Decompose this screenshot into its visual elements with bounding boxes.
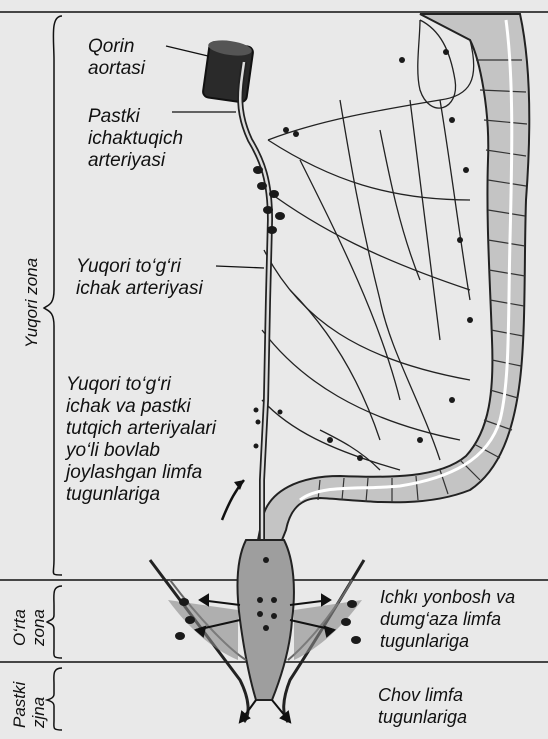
label-limfa-line-2: ichak va pastki bbox=[66, 396, 216, 418]
zone-label-middle-text-word-1: O‘rta bbox=[10, 609, 29, 646]
vascular-arcades bbox=[262, 20, 474, 470]
zone-label-lower-text-word-1: Pastki bbox=[10, 682, 29, 728]
label-limfa-line-4: yo‘li bovlab bbox=[66, 440, 216, 462]
label-yuqori-line-2: ichak arteriyasi bbox=[76, 278, 203, 300]
label-chov-limfa: Chov limfa tugunlariga bbox=[378, 684, 467, 728]
upper-zone-brace bbox=[44, 16, 62, 575]
label-yuqori-togri-ichak: Yuqori to‘g‘ri ichak arteriyasi bbox=[76, 256, 203, 300]
label-qorin-aortasi: Qorin aortasi bbox=[88, 36, 145, 80]
middle-zone-brace bbox=[47, 586, 62, 658]
label-ichki-line-3: tugunlariga bbox=[380, 630, 515, 652]
zone-label-upper: Yuqori zona bbox=[22, 258, 41, 348]
label-chov-line-2: tugunlariga bbox=[378, 706, 467, 728]
label-pastki-line-1: Pastki bbox=[88, 106, 183, 128]
label-ichki-yonbosh: Ichkı yonbosh va dumg‘aza limfa tugunlar… bbox=[380, 586, 515, 652]
label-limfa-line-6: tugunlariga bbox=[66, 484, 216, 506]
label-yuqori-line-1: Yuqori to‘g‘ri bbox=[76, 256, 203, 278]
label-pastki-line-3: arteriyasi bbox=[88, 150, 183, 172]
label-ichki-line-2: dumg‘aza limfa bbox=[380, 608, 515, 630]
label-chov-line-1: Chov limfa bbox=[378, 684, 467, 706]
label-qorin-line-1: Qorin bbox=[88, 36, 145, 58]
label-ichki-line-1: Ichkı yonbosh va bbox=[380, 586, 515, 608]
label-limfa-line-1: Yuqori to‘g‘ri bbox=[66, 374, 216, 396]
label-limfa-line-3: tutqich arteriyalari bbox=[66, 418, 216, 440]
lymph-nodes bbox=[175, 49, 473, 644]
colon-lumen bbox=[300, 20, 512, 500]
lower-zone-brace bbox=[47, 668, 62, 730]
label-yuqori-limfa: Yuqori to‘g‘ri ichak va pastki tutqich a… bbox=[66, 374, 216, 506]
label-pastki-ichaktuqich: Pastki ichaktuqich arteriyasi bbox=[88, 106, 183, 172]
label-limfa-line-5: joylashgan limfa bbox=[66, 462, 216, 484]
rectum bbox=[238, 540, 294, 700]
zone-label-middle-text-word-2: zona bbox=[29, 609, 48, 646]
label-qorin-line-2: aortasi bbox=[88, 58, 145, 80]
upward-arrowhead bbox=[234, 480, 244, 490]
label-pastki-line-2: ichaktuqich bbox=[88, 128, 183, 150]
zone-label-lower-text-word-2: zjna bbox=[29, 682, 48, 728]
colon-wall bbox=[258, 14, 529, 540]
mesenteric-artery bbox=[240, 62, 270, 540]
